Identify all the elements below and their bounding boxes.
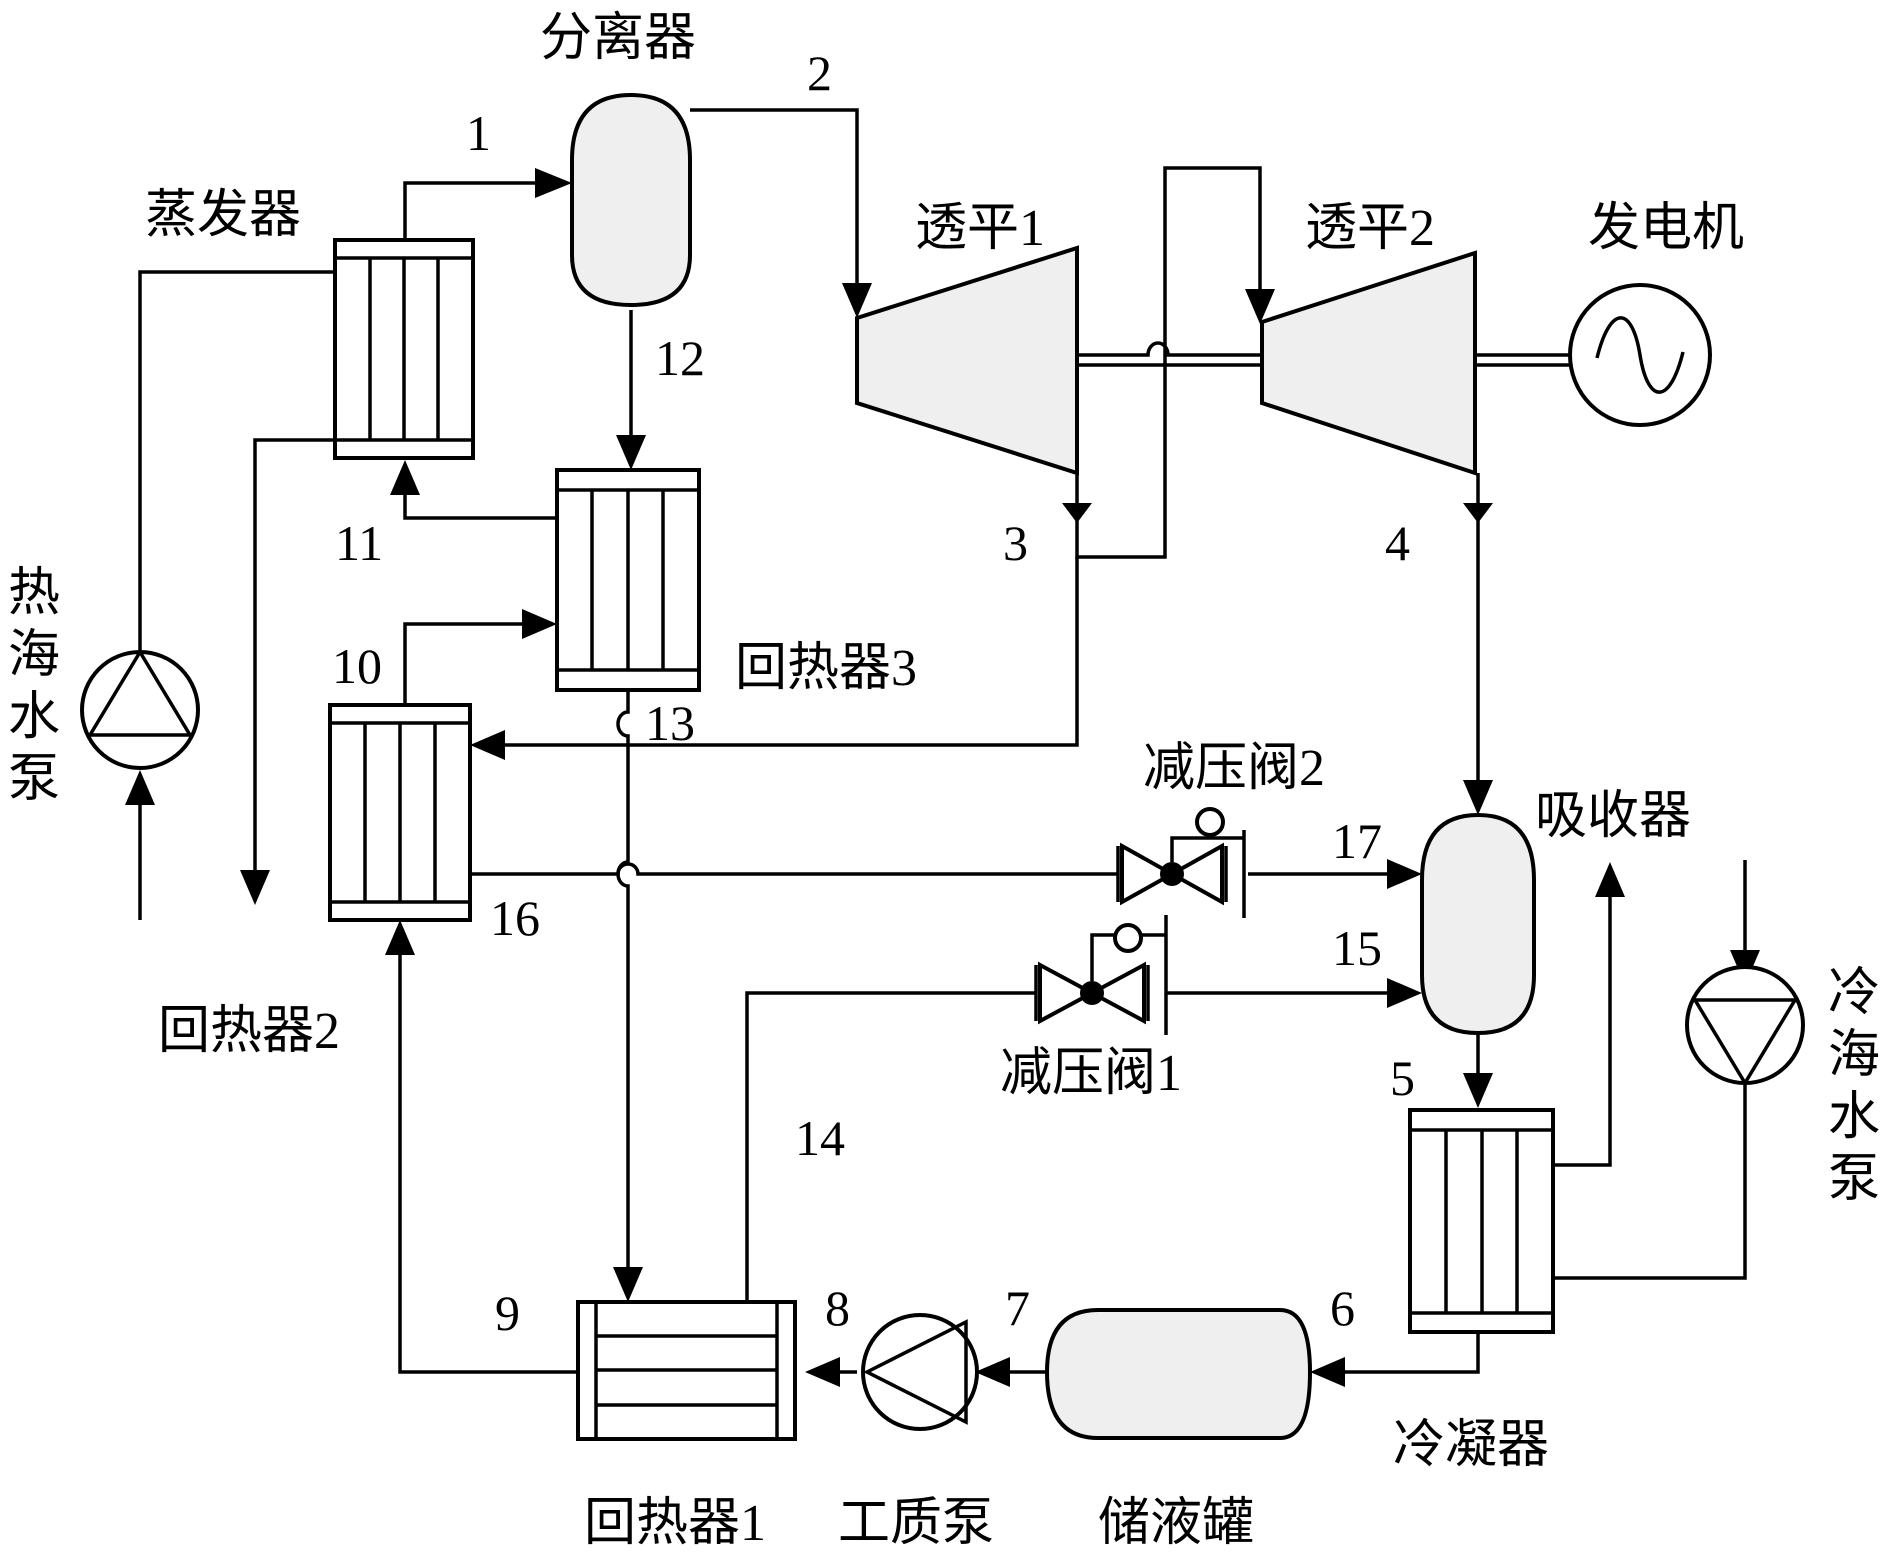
hot-seawater-pump	[80, 648, 200, 770]
arrow-1	[535, 168, 572, 198]
state-point-17: 17	[1332, 813, 1382, 869]
state-point-8: 8	[825, 1280, 850, 1336]
pipe-10	[403, 622, 535, 705]
pipe-3-to-turbine2	[1075, 166, 1262, 559]
pressure-reducing-valve-1	[1034, 915, 1168, 1035]
arrowheads	[125, 168, 1760, 1387]
arrow-t2-in	[1245, 289, 1275, 324]
label-separator: 分离器	[540, 10, 696, 67]
arrow-17	[1387, 859, 1422, 889]
cold-seawater-to-cond	[1553, 1085, 1747, 1280]
generator	[1568, 283, 1712, 427]
arrow-15	[1387, 978, 1422, 1008]
cold-seawater-pump	[1685, 965, 1805, 1087]
arrow-6	[1310, 1357, 1345, 1387]
arrow-11	[390, 460, 420, 495]
shaft-1	[1077, 341, 1262, 357]
separator	[570, 92, 692, 308]
state-point-12: 12	[655, 330, 705, 386]
pipe-13	[616, 690, 630, 1290]
equipment-labels: 分离器 蒸发器 透平1 透平2 发电机 回热器3 回热器2 回热器1 吸收器 减…	[145, 10, 1744, 1552]
arrow-7	[975, 1357, 1010, 1387]
pressure-reducing-valve-2	[1116, 807, 1246, 918]
evaporator	[333, 238, 475, 460]
pipe-3-to-regen2	[490, 557, 1079, 747]
arrow-to-regen2	[470, 730, 505, 760]
pipe-16	[470, 862, 1118, 876]
label-generator: 发电机	[1588, 200, 1744, 257]
regenerator-2	[328, 703, 472, 922]
label-condenser: 冷凝器	[1393, 1417, 1549, 1474]
arrow-2	[842, 283, 872, 318]
turbine-2	[1260, 250, 1477, 476]
state-point-7: 7	[1005, 1280, 1030, 1336]
label-regenerator1: 回热器1	[584, 1495, 766, 1552]
label-cold-seawater-pump: 冷 海 水 泵	[1828, 965, 1880, 1208]
state-point-6: 6	[1330, 1280, 1355, 1336]
state-point-2: 2	[807, 45, 832, 101]
state-point-14: 14	[795, 1110, 845, 1166]
state-point-4: 4	[1385, 515, 1410, 571]
state-point-10: 10	[332, 638, 382, 694]
label-regenerator3: 回热器3	[735, 640, 917, 697]
regenerator-3	[555, 468, 701, 692]
label-turbine2: 透平2	[1305, 200, 1435, 257]
cold-pump-char-4: 泵	[1828, 1151, 1880, 1208]
state-point-13: 13	[645, 695, 695, 751]
state-point-9: 9	[495, 1285, 520, 1341]
state-point-11: 11	[335, 515, 383, 571]
hot-pump-char-3: 水	[8, 689, 60, 746]
arrow-3	[1062, 503, 1092, 523]
arrow-9	[385, 920, 415, 955]
cold-pump-char-2: 海	[1828, 1027, 1880, 1084]
state-point-15: 15	[1332, 920, 1382, 976]
arrow-hot-out	[240, 870, 270, 905]
absorber	[1420, 812, 1536, 1036]
label-regenerator2: 回热器2	[158, 1003, 340, 1060]
hot-pump-char-1: 热	[8, 565, 60, 622]
pipe-1	[403, 181, 545, 240]
arrow-5	[1463, 1073, 1493, 1108]
label-storage-tank: 储液罐	[1098, 1495, 1254, 1552]
pipe-2	[690, 108, 859, 290]
hot-pump-char-4: 泵	[8, 751, 60, 808]
state-point-5: 5	[1390, 1050, 1415, 1106]
arrow-cold-out	[1595, 862, 1625, 897]
state-point-16: 16	[490, 890, 540, 946]
arrow-12	[616, 435, 646, 470]
regenerator-1	[576, 1300, 797, 1441]
pipe-11	[403, 480, 557, 520]
arrow-10	[522, 609, 557, 639]
storage-tank	[1044, 1308, 1313, 1440]
arrow-8	[805, 1357, 840, 1387]
hot-pump-char-2: 海	[8, 627, 60, 684]
pipe-14	[745, 991, 1035, 1300]
condenser	[1408, 1108, 1555, 1334]
arrow-4-abs	[1463, 780, 1493, 815]
cold-seawater-out	[1553, 875, 1612, 1167]
label-evaporator: 蒸发器	[145, 187, 301, 244]
hot-seawater-to-evap	[138, 270, 335, 650]
cold-pump-char-1: 冷	[1828, 965, 1880, 1022]
arrow-hot-in	[125, 770, 155, 805]
working-pump	[861, 1313, 979, 1431]
arrow-4	[1463, 503, 1493, 523]
label-hot-seawater-pump: 热 海 水 泵	[8, 565, 60, 808]
hot-seawater-out	[253, 438, 335, 880]
pipe-9	[398, 945, 578, 1374]
cold-pump-char-3: 水	[1828, 1089, 1880, 1146]
state-point-labels: 1 2 3 4 5 6 7 8 9 10 11 12 13 14 15 16 1…	[332, 45, 1415, 1341]
label-absorber: 吸收器	[1535, 788, 1691, 845]
turbine-1	[855, 245, 1079, 476]
label-turbine1: 透平1	[915, 200, 1045, 257]
state-point-1: 1	[466, 105, 491, 161]
label-valve1: 减压阀1	[1000, 1045, 1182, 1102]
state-point-3: 3	[1003, 515, 1028, 571]
label-valve2: 减压阀2	[1143, 740, 1325, 797]
arrow-13	[613, 1267, 643, 1302]
label-working-pump: 工质泵	[838, 1495, 994, 1552]
pipe-6	[1330, 1333, 1480, 1374]
